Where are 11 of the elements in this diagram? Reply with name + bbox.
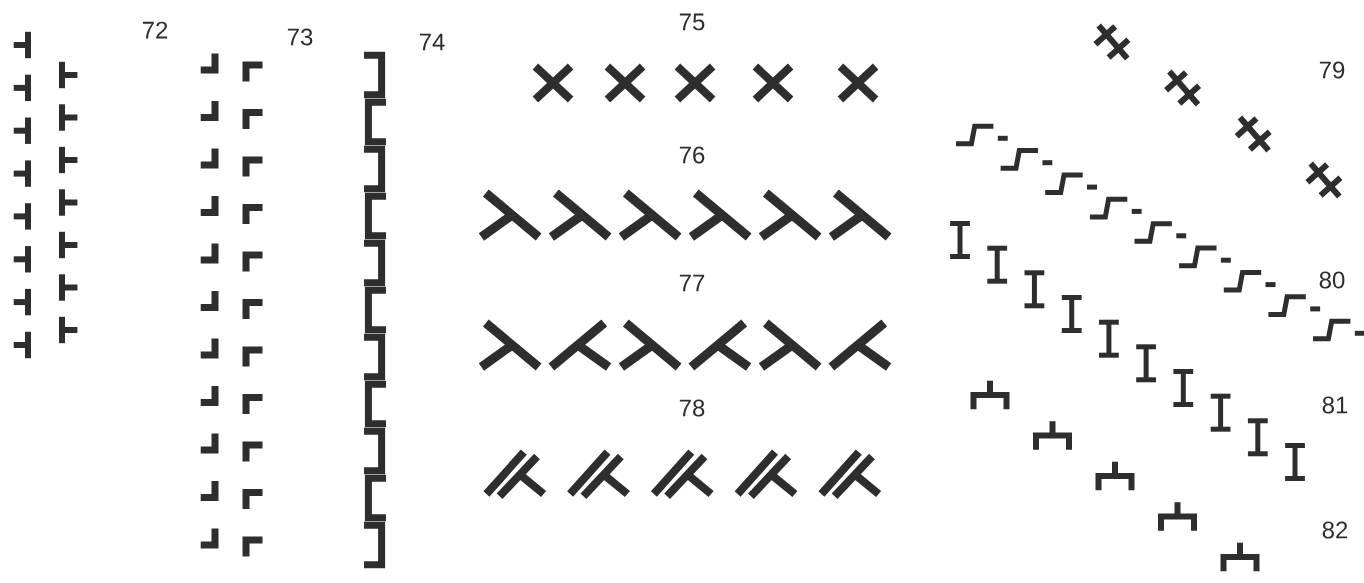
figure-number: 74 — [419, 33, 445, 51]
figure-number: 77 — [679, 274, 705, 292]
figure-number: 76 — [679, 146, 705, 164]
figure-number: 72 — [142, 21, 168, 39]
figure-number: 79 — [1319, 61, 1345, 79]
figure-number: 82 — [1322, 521, 1348, 539]
figure-number: 78 — [679, 399, 705, 417]
figure-number: 80 — [1319, 271, 1345, 289]
figure-number: 75 — [679, 13, 705, 31]
figure-number: 73 — [287, 28, 313, 46]
figure-number: 81 — [1322, 396, 1348, 414]
